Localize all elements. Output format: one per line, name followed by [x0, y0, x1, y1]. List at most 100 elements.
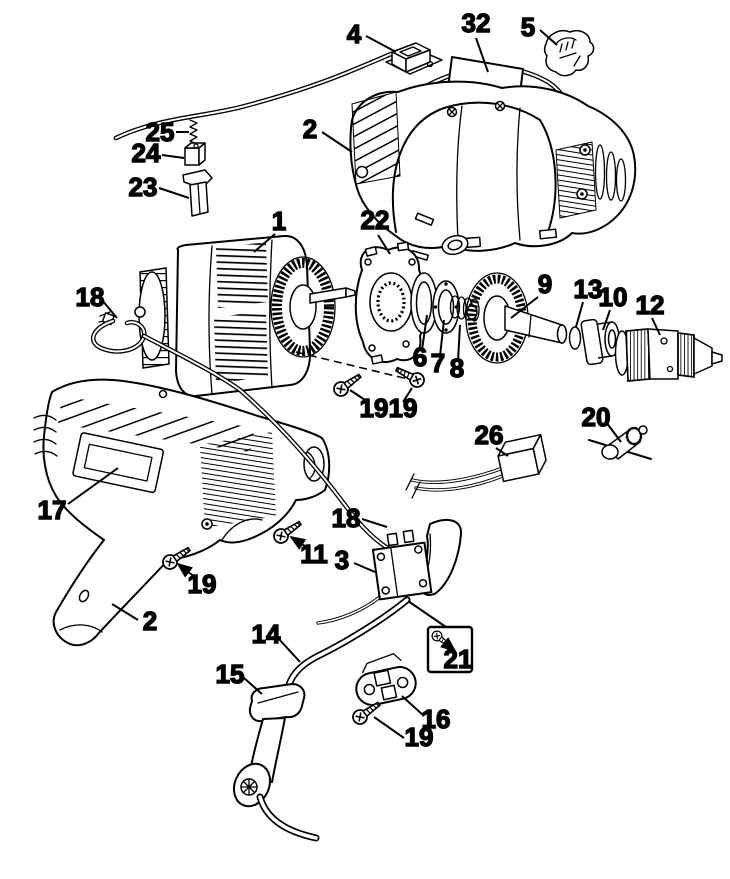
callout-7-15: 7	[430, 319, 446, 379]
callout-leader-26	[495, 447, 509, 457]
part-20-chuck-key	[588, 425, 652, 460]
callout-leader-19	[176, 562, 197, 579]
callout-leader-11	[289, 535, 309, 550]
part-24-brush	[184, 142, 206, 166]
callout-4-0: 4	[346, 18, 397, 53]
callout-20-19: 20	[581, 401, 622, 443]
callout-label-7: 7	[431, 348, 445, 378]
part-16-cord-clamp	[355, 653, 417, 706]
part-2-upper-housing	[349, 80, 637, 252]
callout-label-21: 21	[444, 644, 473, 674]
callout-2-3: 2	[302, 113, 353, 153]
callout-22-8: 22	[360, 204, 391, 255]
callout-32-1: 32	[461, 7, 491, 73]
callout-leader-14	[277, 637, 301, 663]
part-2-lower-housing	[33, 378, 331, 647]
callout-label-19: 19	[188, 569, 217, 599]
callout-leader-9	[510, 296, 539, 319]
callout-label-9: 9	[538, 269, 552, 299]
callout-leader-7	[439, 319, 445, 357]
callout-6-14: 6	[412, 314, 428, 373]
callout-leader-22	[377, 234, 391, 255]
callout-label-23: 23	[129, 172, 158, 202]
callout-19-17: 19	[349, 389, 389, 424]
callout-label-17: 17	[38, 495, 67, 525]
part-25-spring	[189, 119, 198, 145]
callout-11-23: 11	[289, 535, 328, 570]
callout-leader-3	[353, 562, 376, 573]
callout-leader-24	[161, 154, 185, 159]
callout-16-30: 16	[401, 695, 451, 735]
part-18-lead-wire	[90, 311, 392, 552]
callout-label-11: 11	[300, 539, 328, 569]
callout-label-8: 8	[450, 353, 464, 383]
callout-18-22: 18	[331, 502, 388, 534]
callout-label-25: 25	[146, 117, 175, 147]
callout-leader-1	[253, 233, 276, 253]
callout-label-13: 13	[574, 274, 603, 304]
callout-leader-4	[365, 35, 397, 53]
callout-9-10: 9	[510, 268, 553, 319]
part-5-clip	[543, 30, 595, 77]
part-26-connector	[405, 433, 547, 499]
callout-23-6: 23	[128, 171, 190, 203]
callout-label-19: 19	[405, 722, 434, 752]
callout-leader-10	[602, 309, 611, 331]
callout-19-31: 19	[373, 716, 434, 753]
callout-label-22: 22	[361, 205, 390, 235]
callout-24-5: 24	[131, 137, 185, 169]
assembly-axis-dashed-line	[295, 351, 413, 381]
callout-leader-18	[101, 299, 118, 319]
part-12-chuck	[614, 328, 723, 382]
callout-2-26: 2	[111, 603, 158, 637]
callout-leader-6	[421, 314, 428, 351]
part-14-cord	[284, 596, 411, 692]
callout-12-13: 12	[635, 289, 665, 336]
callout-8-16: 8	[449, 324, 465, 384]
callout-leader-18	[361, 518, 388, 528]
callout-leader-16	[401, 695, 425, 717]
part-13-retaining-ring	[568, 326, 582, 350]
callout-leader-2	[321, 131, 353, 153]
part-3-trigger-switch	[316, 518, 463, 625]
callout-label-2: 2	[303, 114, 317, 144]
callout-13-11: 13	[573, 273, 603, 328]
callout-label-18: 18	[76, 282, 105, 312]
callout-label-14: 14	[252, 619, 281, 649]
callout-label-1: 1	[272, 206, 286, 236]
callout-label-18: 18	[332, 503, 361, 533]
part-7-retainer	[432, 280, 460, 334]
callout-leader-19	[373, 716, 405, 739]
callout-leader-17	[67, 467, 119, 505]
part-15-cord-protector	[233, 683, 320, 842]
part-1-motor	[134, 234, 356, 398]
callout-label-2: 2	[143, 606, 157, 636]
callout-leader-13	[575, 301, 584, 328]
callout-18-9: 18	[75, 281, 118, 319]
callout-10-12: 10	[598, 281, 628, 331]
callout-label-15: 15	[216, 659, 245, 689]
part-4-switch-lever	[385, 42, 443, 75]
callout-label-10: 10	[599, 282, 628, 312]
callout-leader-23	[158, 187, 190, 199]
callout-label-19: 19	[389, 393, 418, 423]
callout-3-24: 3	[334, 544, 376, 576]
callout-label-32: 32	[462, 8, 491, 38]
callout-15-29: 15	[215, 658, 263, 695]
callout-label-5: 5	[521, 12, 535, 42]
callout-label-19: 19	[360, 393, 389, 423]
callout-label-6: 6	[413, 342, 427, 372]
callout-25-4: 25	[145, 116, 189, 148]
callout-label-4: 4	[347, 19, 362, 49]
callout-label-26: 26	[475, 420, 504, 450]
callout-label-20: 20	[582, 402, 611, 432]
callout-14-27: 14	[251, 618, 301, 663]
callout-19-25: 19	[176, 562, 217, 600]
callout-17-21: 17	[37, 467, 119, 526]
callout-leader-2	[111, 603, 139, 621]
part-23-brush-holder	[182, 169, 213, 217]
part-17-nameplate	[72, 432, 164, 494]
